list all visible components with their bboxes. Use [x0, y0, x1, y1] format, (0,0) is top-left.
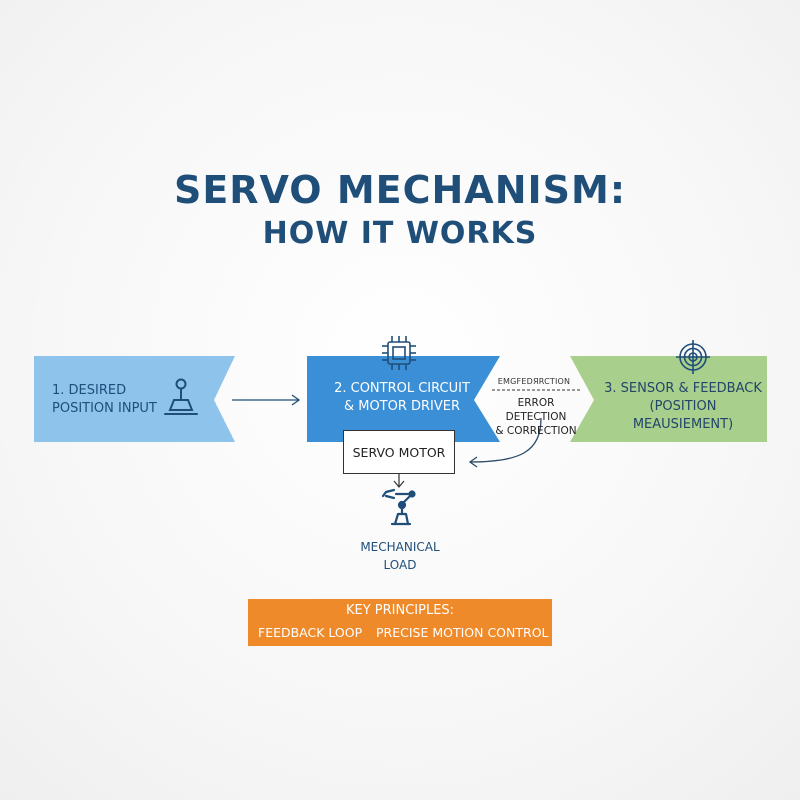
sensor-target-icon	[676, 340, 710, 374]
robot-arm-icon	[381, 488, 416, 526]
arrow-servo-to-load	[393, 474, 405, 488]
key-principles-title: KEY PRINCIPLES:	[345, 603, 455, 618]
step-control-label: 2. CONTROL CIRCUIT & MOTOR DRIVER	[322, 380, 482, 416]
step-sensor-box	[570, 356, 767, 442]
step-sensor-text: 3. SENSOR & FEEDBACK (POSITION MEAUSIEME…	[604, 381, 762, 432]
arrow-input-to-control	[232, 394, 301, 406]
step-input-box	[34, 356, 235, 442]
page-title: SERVO MECHANISM:	[173, 168, 627, 212]
servo-motor-label: SERVO MOTOR	[352, 444, 446, 460]
mechanical-load-label: MECHANICAL LOAD	[360, 540, 440, 572]
error-label: ERROR DETECTION & CORRECTION	[495, 397, 577, 437]
principle-precise-motion: PRECISE MOTION CONTROL	[376, 625, 549, 640]
microchip-icon	[382, 336, 416, 370]
joystick-icon	[164, 378, 198, 415]
page-subtitle: HOW IT WORKS	[262, 216, 538, 251]
step-input-text: 1. DESIRED POSITION INPUT	[52, 383, 157, 416]
step-sensor-label: 3. SENSOR & FEEDBACK (POSITION MEAUSIEME…	[598, 380, 768, 434]
step-control-box	[307, 356, 500, 442]
servo-motor-box: SERVO MOTOR	[343, 430, 455, 474]
key-principles-box	[248, 599, 552, 646]
feedback-arrow	[468, 417, 542, 468]
principle-feedback-loop: FEEDBACK LOOP	[258, 625, 363, 640]
step-input-label: 1. DESIRED POSITION INPUT	[52, 382, 182, 418]
error-header: EMGFEDЯRCTION	[497, 377, 571, 386]
step-control-text: 2. CONTROL CIRCUIT & MOTOR DRIVER	[334, 381, 470, 414]
